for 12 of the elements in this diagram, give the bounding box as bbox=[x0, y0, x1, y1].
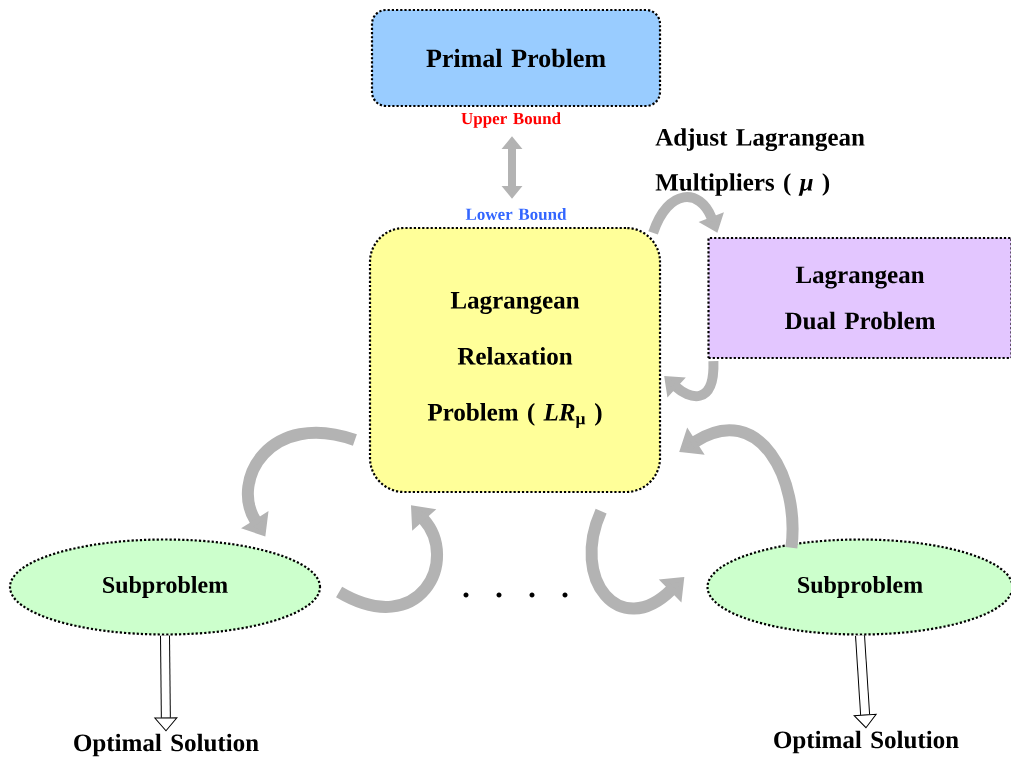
arrow bbox=[853, 635, 877, 729]
bound-label: Upper Bound bbox=[461, 112, 561, 128]
bound-label: Lower Bound bbox=[465, 208, 567, 220]
arrow bbox=[648, 192, 724, 235]
result-text: Optimal Solution bbox=[774, 730, 959, 754]
result-text: Optimal Solution bbox=[74, 733, 259, 757]
arrow bbox=[154, 635, 178, 732]
annotation-text: Adjust Lagrangean Multipliers ( μ ) bbox=[655, 128, 865, 196]
process-box: Lagrangean Dual Problem bbox=[707, 236, 1011, 360]
arrow bbox=[336, 505, 443, 613]
process-box: Lagrangean Relaxation Problem ( LR$_{μ}$ ) bbox=[368, 226, 662, 494]
process-box: Primal Problem bbox=[370, 8, 662, 108]
